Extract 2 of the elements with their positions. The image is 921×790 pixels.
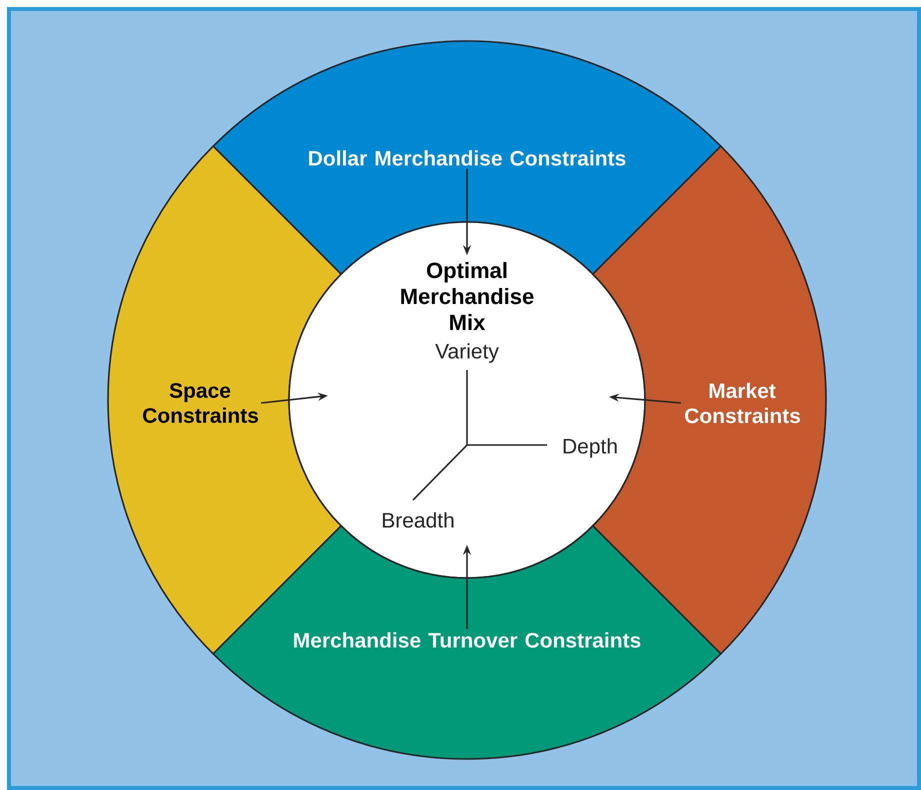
axis-label: Breadth bbox=[382, 512, 454, 528]
axis-label: Variety bbox=[435, 343, 499, 363]
